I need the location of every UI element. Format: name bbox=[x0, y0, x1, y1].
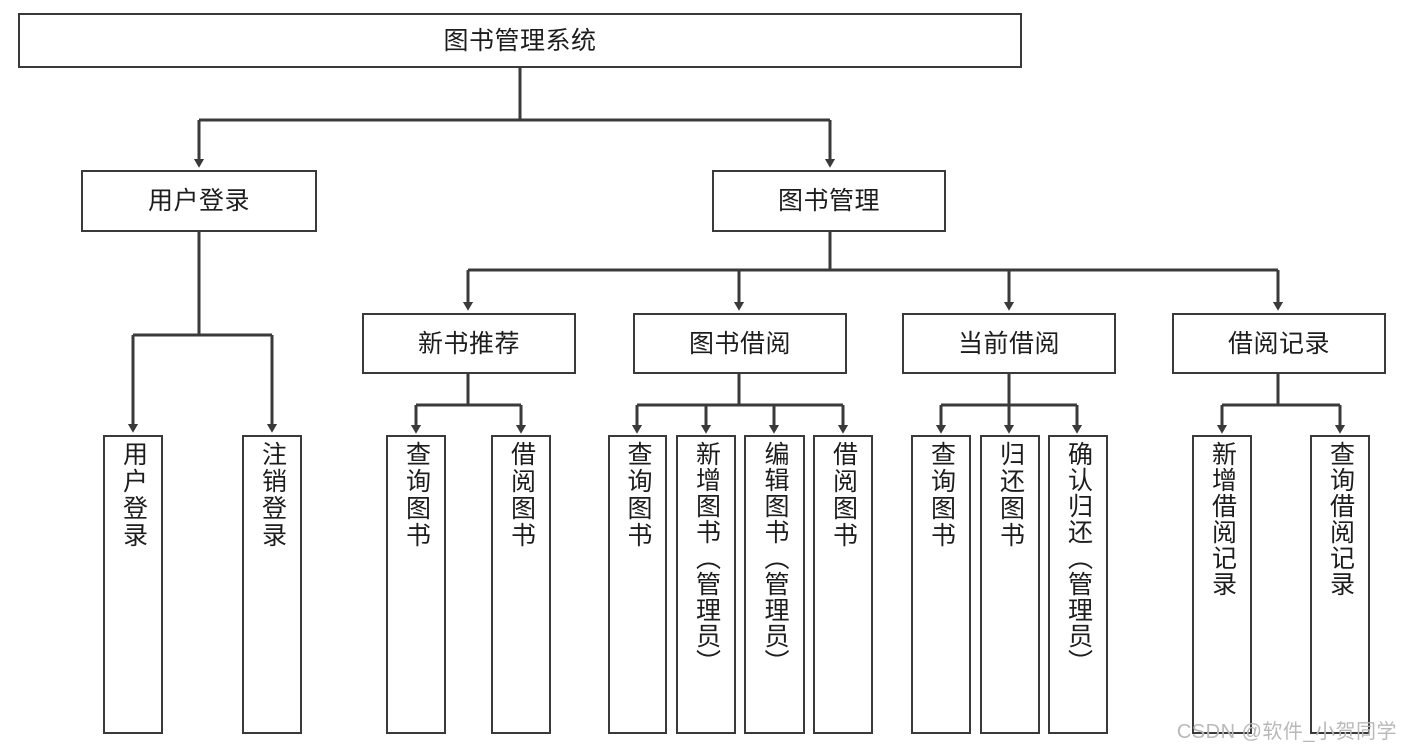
leaf-user-login-signout[interactable]: 注销登录 bbox=[242, 435, 302, 734]
node-label: 归还图书 bbox=[996, 441, 1025, 549]
node-label: 借阅图书 bbox=[507, 441, 536, 549]
node-label: 查询图书 bbox=[402, 441, 431, 549]
node-label: 图书借阅 bbox=[688, 329, 791, 358]
leaf-current-return-book[interactable]: 归还图书 bbox=[980, 435, 1040, 734]
node-book-management[interactable]: 图书管理 bbox=[712, 170, 946, 232]
leaf-borrow-query-book[interactable]: 查询图书 bbox=[608, 435, 667, 734]
csdn-watermark: CSDN @软件_小贺同学 bbox=[1176, 721, 1397, 743]
node-label: 借阅记录 bbox=[1227, 329, 1330, 358]
node-label: 确认归还（管理员） bbox=[1064, 441, 1093, 675]
node-label: 注销登录 bbox=[258, 441, 287, 549]
leaf-current-query-book[interactable]: 查询图书 bbox=[911, 435, 971, 734]
node-root-system[interactable]: 图书管理系统 bbox=[18, 13, 1022, 68]
node-label: 用户登录 bbox=[147, 187, 250, 215]
node-label: 查询图书 bbox=[624, 441, 652, 549]
leaf-user-login-signin[interactable]: 用户登录 bbox=[103, 435, 163, 734]
node-label: 图书管理 bbox=[777, 187, 880, 215]
node-label: 新增借阅记录 bbox=[1208, 441, 1237, 597]
node-label: 当前借阅 bbox=[957, 329, 1060, 358]
node-label: 编辑图书（管理员） bbox=[761, 441, 789, 675]
leaf-borrow-add-book-admin[interactable]: 新增图书（管理员） bbox=[676, 435, 736, 734]
leaf-record-add-record[interactable]: 新增借阅记录 bbox=[1192, 435, 1252, 734]
node-current-borrow[interactable]: 当前借阅 bbox=[902, 313, 1116, 374]
node-book-borrow[interactable]: 图书借阅 bbox=[633, 313, 847, 374]
leaf-new-book-borrow[interactable]: 借阅图书 bbox=[491, 435, 551, 734]
node-label: 新增图书（管理员） bbox=[692, 441, 721, 675]
node-label: 查询借阅记录 bbox=[1326, 441, 1355, 597]
node-user-login[interactable]: 用户登录 bbox=[81, 170, 317, 232]
node-label: 图书管理系统 bbox=[443, 26, 597, 55]
node-label: 查询图书 bbox=[927, 441, 956, 549]
node-new-book-recommend[interactable]: 新书推荐 bbox=[362, 313, 576, 374]
leaf-new-book-query[interactable]: 查询图书 bbox=[386, 435, 446, 734]
node-borrow-record[interactable]: 借阅记录 bbox=[1172, 313, 1386, 374]
node-label: 借阅图书 bbox=[829, 441, 858, 549]
leaf-borrow-edit-book-admin[interactable]: 编辑图书（管理员） bbox=[744, 435, 805, 734]
leaf-borrow-borrow-book[interactable]: 借阅图书 bbox=[813, 435, 873, 734]
node-label: 新书推荐 bbox=[417, 329, 520, 358]
leaf-current-confirm-return-admin[interactable]: 确认归还（管理员） bbox=[1048, 435, 1108, 734]
node-label: 用户登录 bbox=[119, 441, 148, 549]
leaf-record-query-record[interactable]: 查询借阅记录 bbox=[1310, 435, 1370, 734]
